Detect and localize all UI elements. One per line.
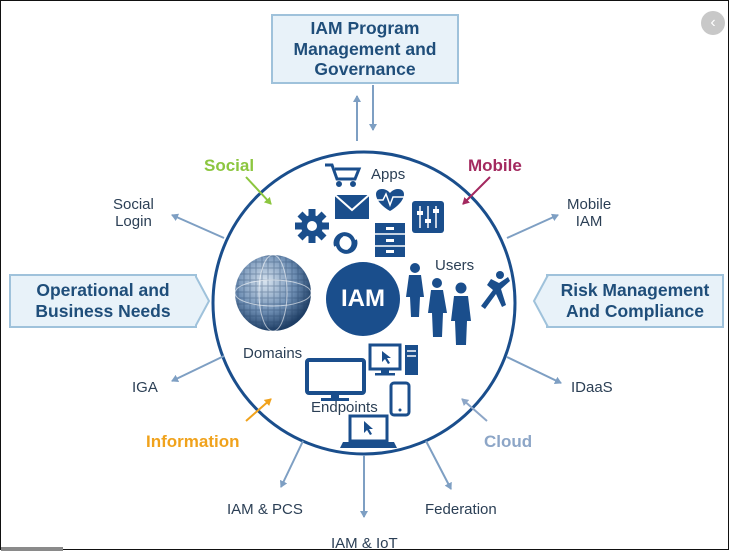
governance-line-3: Governance xyxy=(314,59,416,80)
social-login-line-1: Social xyxy=(113,196,154,213)
chevron-left-icon[interactable]: ‹ xyxy=(701,11,725,35)
operational-box-pointer xyxy=(195,274,211,328)
phone-icon xyxy=(389,381,411,417)
globe-icon xyxy=(234,254,312,332)
arrow-mobile xyxy=(462,176,491,205)
mobile-iam-line-1: Mobile xyxy=(567,196,612,213)
information-category: Information xyxy=(146,432,240,451)
social-category: Social xyxy=(204,156,255,175)
monitor-icon xyxy=(305,358,366,401)
arrow-information xyxy=(245,398,272,422)
governance-box: IAM Program Management and Governance xyxy=(271,14,459,84)
sliders-icon xyxy=(412,201,444,233)
governance-line-1: IAM Program xyxy=(310,18,420,39)
envelope-icon xyxy=(334,194,370,219)
arrow-social xyxy=(245,176,272,205)
iga-label: IGA xyxy=(132,379,158,396)
risk-line-2: And Compliance xyxy=(565,301,705,321)
governance-line-2: Management and xyxy=(293,38,437,59)
risk-box-pointer xyxy=(532,274,549,328)
risk-box: Risk Management And Compliance xyxy=(546,274,724,328)
domains-label: Domains xyxy=(243,345,303,362)
gear-icon xyxy=(295,209,329,243)
idaas-label: IDaaS xyxy=(571,379,613,396)
social-login-label: Social Login xyxy=(113,196,154,231)
iam-pcs-label: IAM & PCS xyxy=(227,501,303,518)
heart-pulse-icon xyxy=(375,189,405,211)
arrow-social-login xyxy=(171,213,225,239)
arrow-mobile-iam xyxy=(506,213,559,239)
operational-line-1: Operational and xyxy=(36,280,170,301)
operational-box: Operational and Business Needs xyxy=(9,274,197,328)
laptop-icon xyxy=(340,414,397,448)
iam-center-circle xyxy=(326,262,400,336)
users-label: Users xyxy=(435,257,475,274)
iam-iot-label: IAM & IoT xyxy=(331,535,398,552)
iam-center-label: IAM xyxy=(341,285,385,312)
arrow-idaas xyxy=(506,356,562,385)
mobile-category: Mobile xyxy=(468,156,522,175)
sync-icon xyxy=(333,232,358,254)
social-login-line-2: Login xyxy=(115,213,152,231)
arrow-federation xyxy=(425,440,452,490)
federation-label: Federation xyxy=(425,501,497,518)
cloud-category: Cloud xyxy=(484,432,533,451)
people-icon xyxy=(406,263,510,345)
arrow-iga xyxy=(171,355,225,383)
risk-line-1: Risk Management xyxy=(560,280,710,301)
cart-icon xyxy=(325,163,362,187)
file-cabinet-icon xyxy=(375,223,405,257)
apps-label: Apps xyxy=(371,166,406,183)
mobile-iam-label: Mobile IAM xyxy=(567,196,611,231)
endpoints-label: Endpoints xyxy=(311,399,378,416)
operational-line-2: Business Needs xyxy=(35,301,171,321)
desktop-tower-icon xyxy=(368,343,418,376)
arrow-cloud xyxy=(461,398,488,422)
scrollbar-thumb[interactable] xyxy=(1,547,63,551)
mobile-iam-line-2: IAM xyxy=(575,213,603,231)
arrow-iam-pcs xyxy=(279,440,304,488)
